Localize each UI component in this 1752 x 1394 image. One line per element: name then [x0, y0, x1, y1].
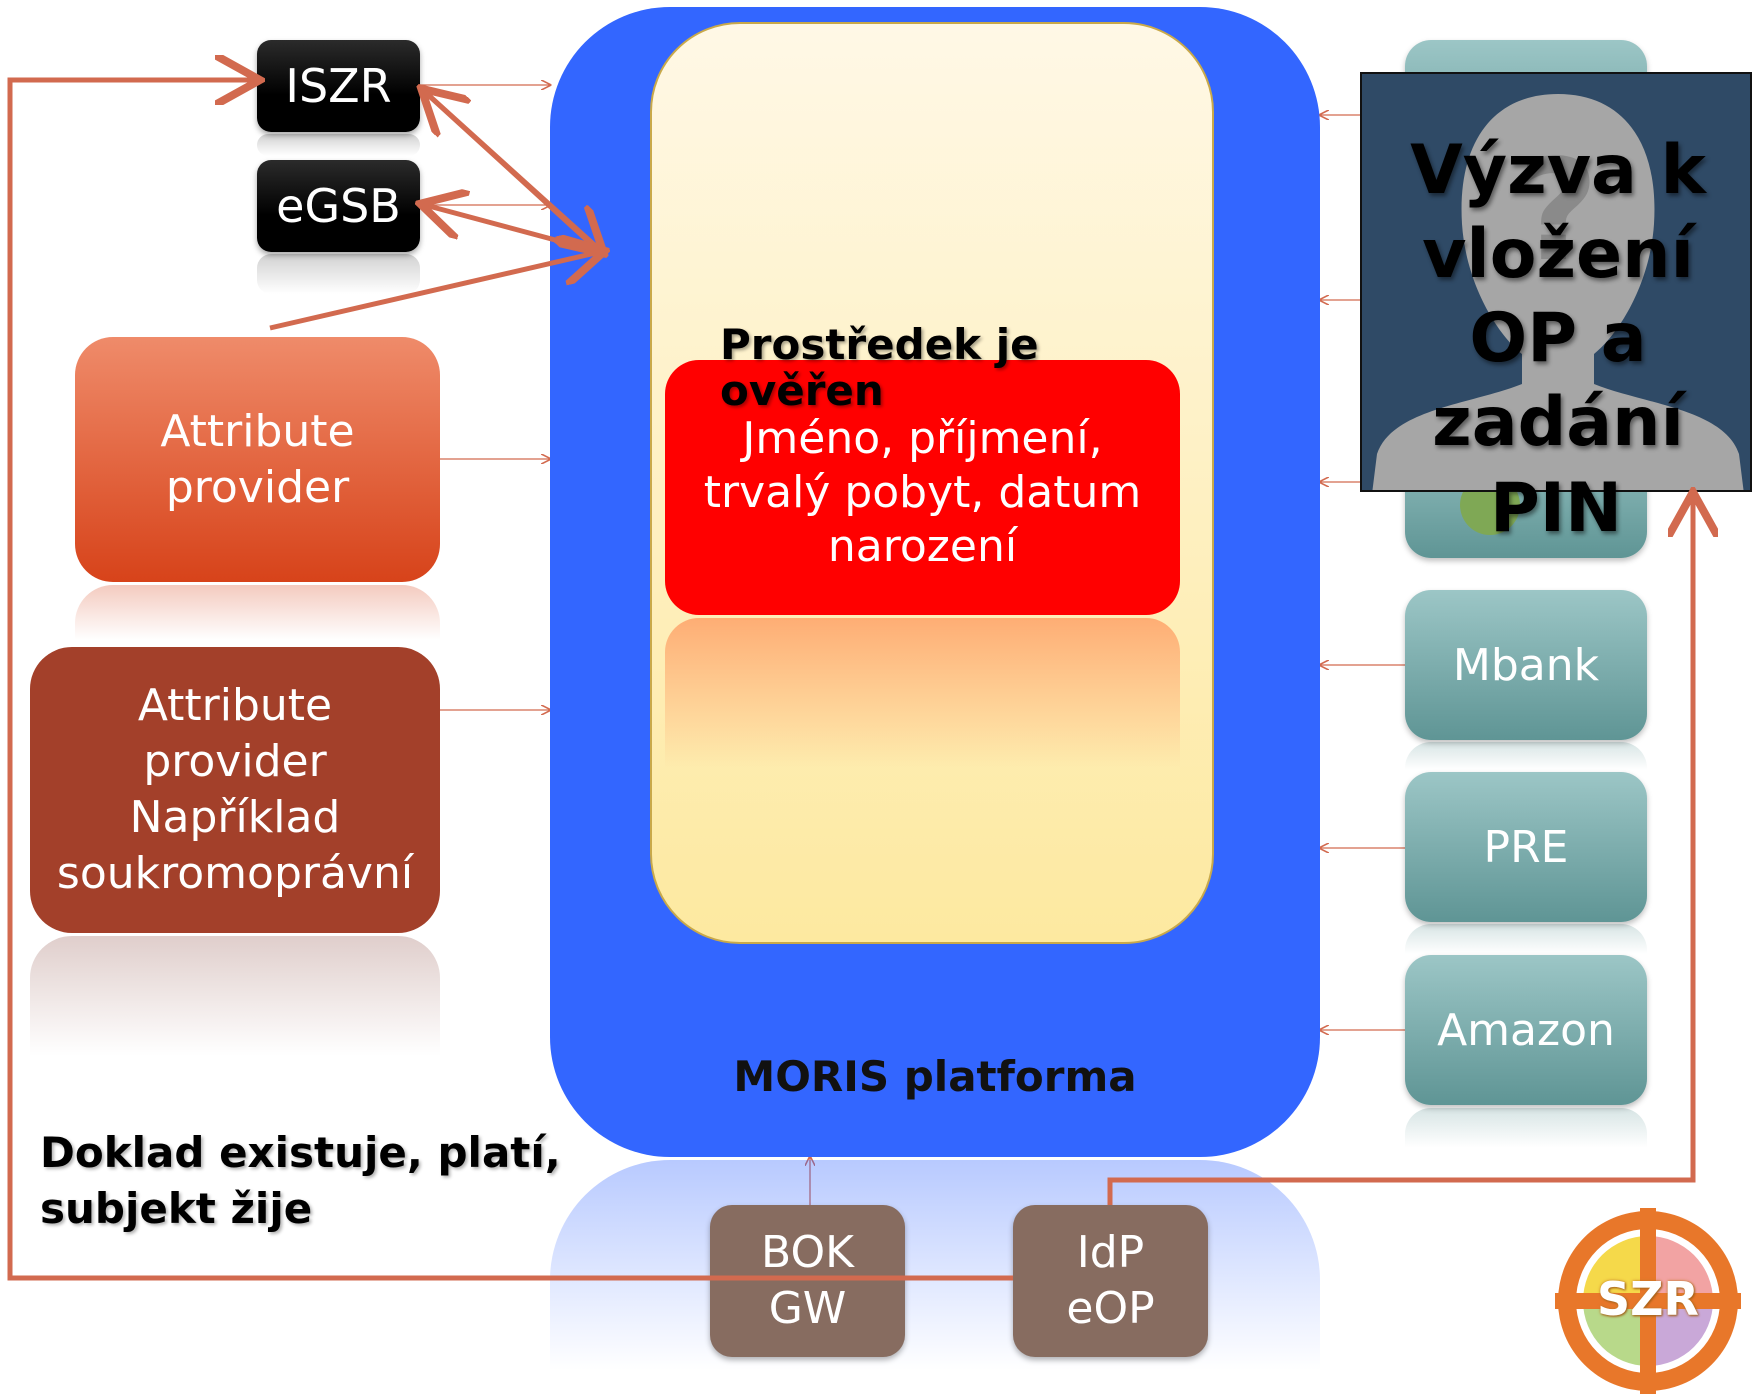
amazon-box: Amazon [1405, 955, 1647, 1105]
amazon-label: Amazon [1437, 1004, 1615, 1056]
amazon-reflection [1405, 1108, 1647, 1148]
attributes-box-reflection [665, 618, 1180, 768]
attributes-line: narození [827, 520, 1018, 572]
attr2-line: Například [129, 792, 341, 843]
verified-label: Prostředek je ověřen [720, 320, 1039, 415]
document-status-text: Doklad existuje, platí, subjekt žije [40, 1128, 561, 1233]
attributes-line: trvalý pobyt, datum [703, 466, 1142, 518]
attribute-provider-private-reflection [30, 936, 440, 1056]
szr-logo-text: SZR [1597, 1272, 1699, 1326]
egsb-reflection [257, 254, 420, 294]
iszr-box: ISZR [257, 40, 420, 132]
attr2-line: provider [143, 736, 327, 787]
pre-reflection [1405, 924, 1647, 954]
platform-title: MORIS platforma [733, 1052, 1137, 1101]
challenge-line: OP a [1469, 299, 1647, 378]
mbank-label: Mbank [1452, 639, 1600, 691]
attr2-line: soukromoprávní [56, 848, 414, 899]
idp-line: IdP [1076, 1227, 1145, 1278]
egsb-box: eGSB [257, 160, 420, 252]
pin-challenge-panel: ? Výzva k vložení OP a zadání [1360, 72, 1752, 492]
attr2-line: Attribute [137, 680, 333, 731]
challenge-line: Výzva k [1410, 131, 1706, 210]
pre-box: PRE [1405, 772, 1647, 922]
idp-line: eOP [1066, 1283, 1155, 1334]
attribute-provider-reflection [75, 585, 440, 640]
mbank-reflection [1405, 742, 1647, 770]
challenge-line: vložení [1422, 215, 1694, 294]
svg-text:?: ? [1517, 130, 1598, 293]
challenge-line: zadání [1432, 383, 1684, 462]
attr1-line: provider [165, 461, 350, 513]
bok-line: BOK [761, 1227, 854, 1278]
attribute-provider-private-box: Attribute provider Například soukromoprá… [30, 647, 440, 933]
person-silhouette-question-icon: ? [1372, 94, 1744, 490]
mbank-box: Mbank [1405, 590, 1647, 740]
iszr-label: ISZR [285, 59, 392, 113]
idp-eop-box: IdP eOP [1013, 1205, 1208, 1357]
attributes-line: Jméno, příjmení, [742, 412, 1103, 464]
pin-challenge-text: Výzva k vložení OP a zadání [1362, 129, 1750, 465]
attr1-line: Attribute [160, 405, 355, 457]
bok-gw-box: BOK GW [710, 1205, 905, 1357]
challenge-line-overflow: PIN [1489, 469, 1623, 548]
egsb-label: eGSB [276, 179, 401, 233]
bok-line: GW [768, 1283, 847, 1334]
attribute-provider-box: Attribute provider [75, 337, 440, 582]
iszr-reflection [257, 134, 420, 156]
szr-logo-icon [1555, 1208, 1741, 1394]
pre-label: PRE [1483, 821, 1569, 873]
